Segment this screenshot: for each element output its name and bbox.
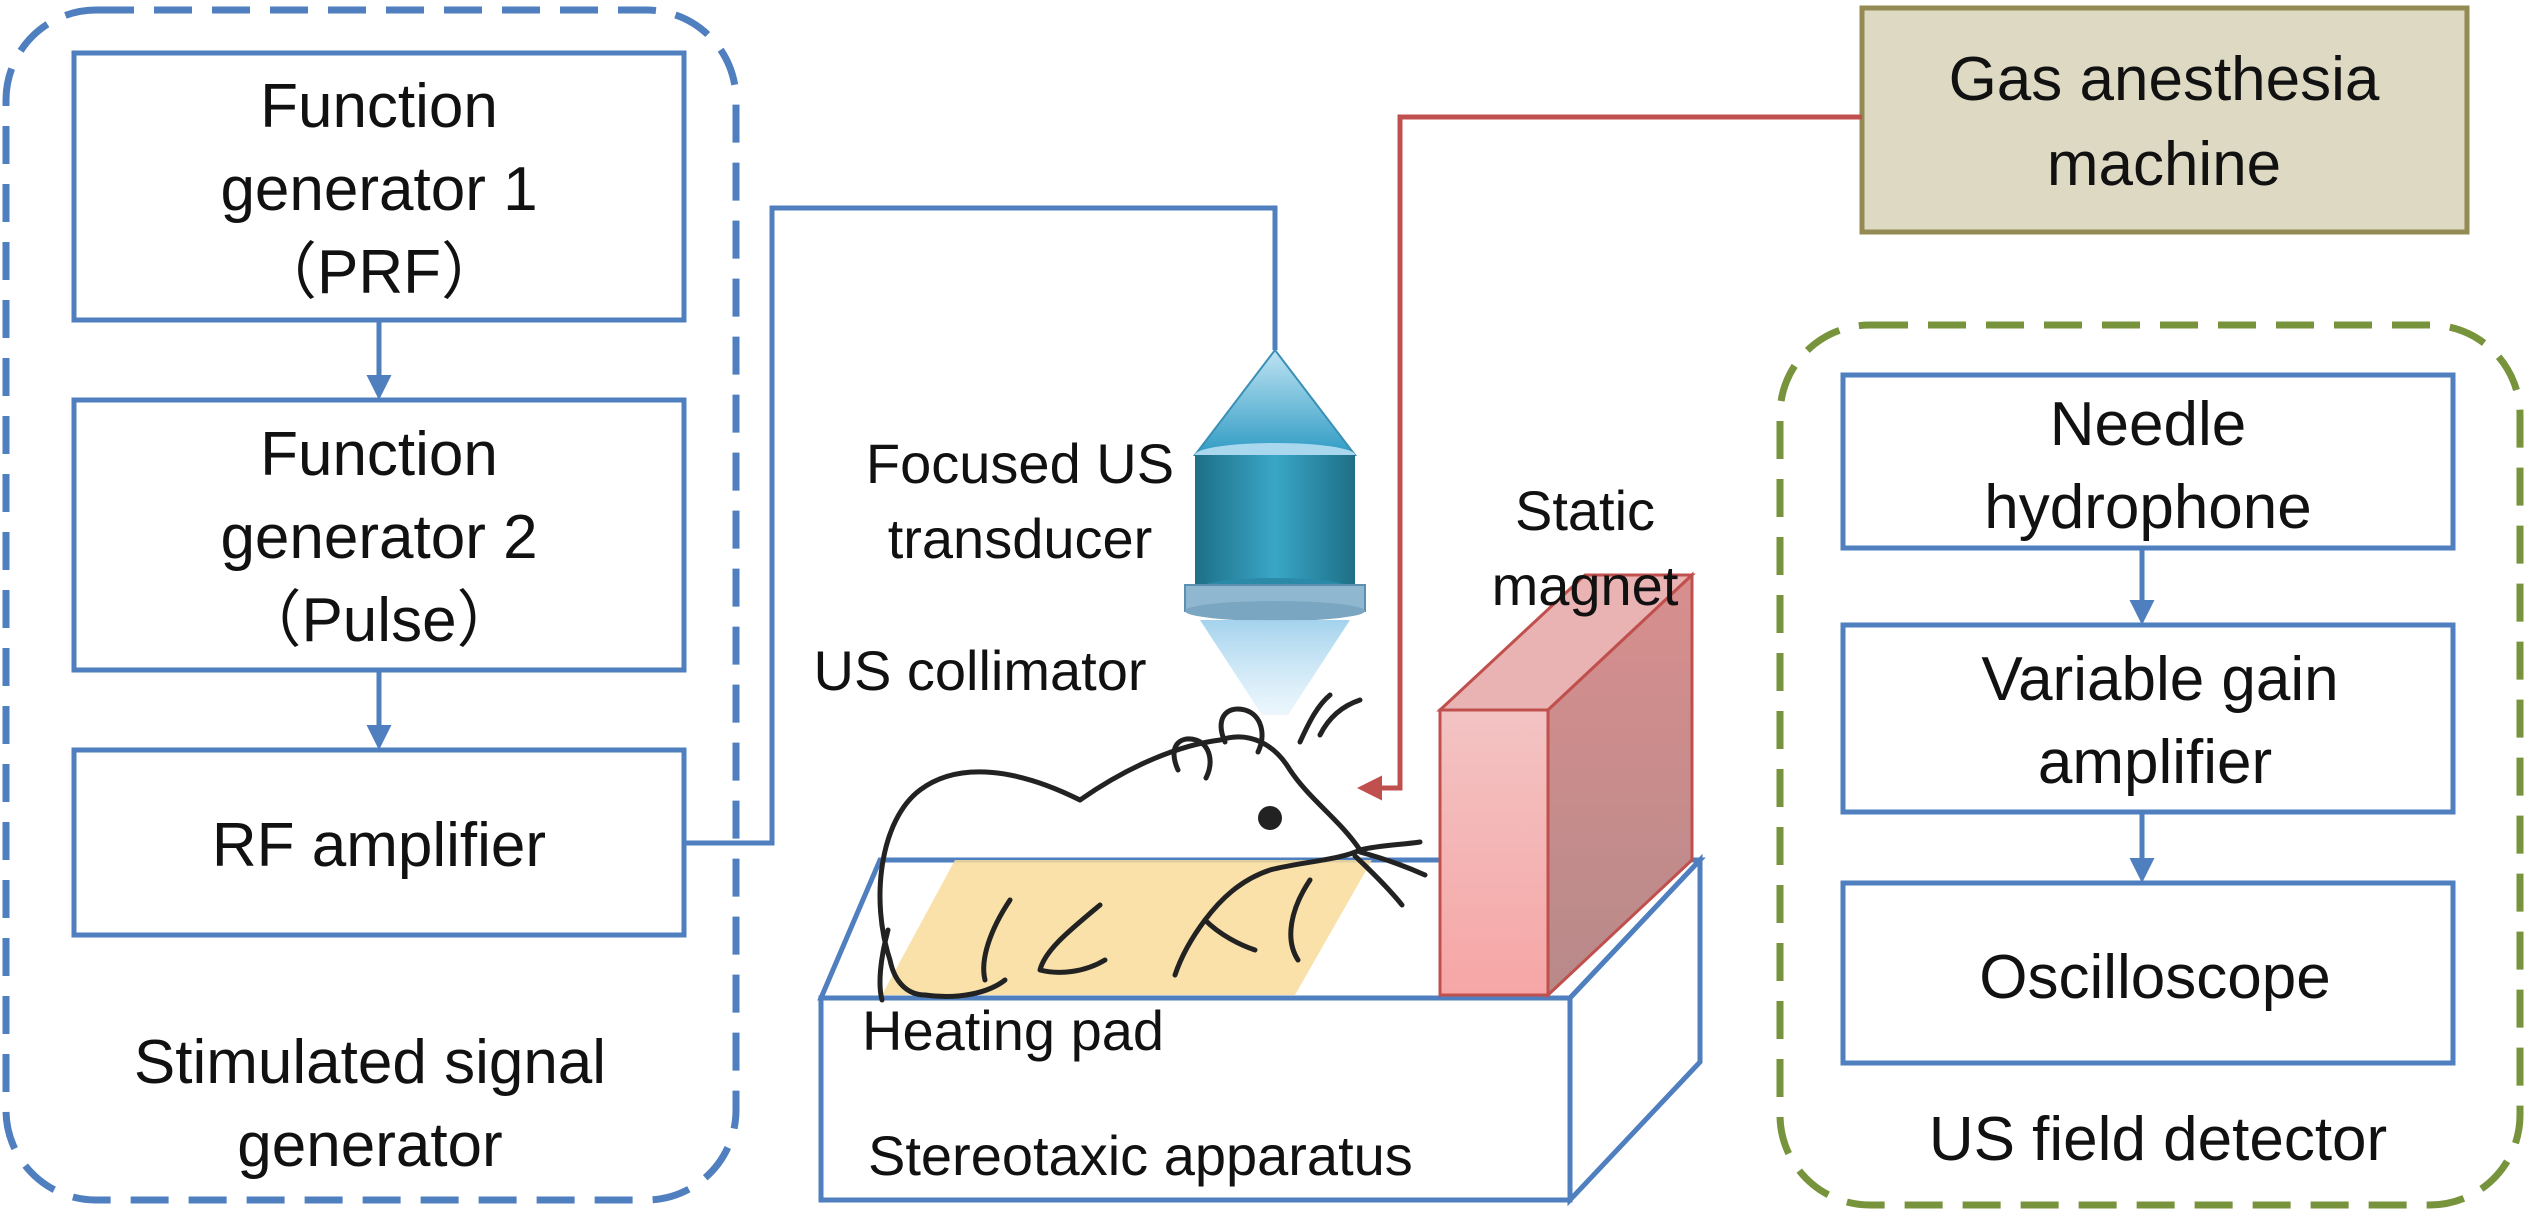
field-detector-group xyxy=(1776,321,2524,1209)
anesthesia-label-line1: Gas anesthesia xyxy=(1949,45,2380,114)
collimator-label: US collimator xyxy=(814,639,1147,702)
gas-anesthesia-box: Gas anesthesia machine xyxy=(1859,5,2470,235)
hydrophone-label-line1: Needle xyxy=(2050,390,2246,459)
fg2-label-line3: （Pulse） xyxy=(239,586,518,655)
hydrophone-label-line2: hydrophone xyxy=(1984,473,2312,542)
fg1-label-line1: Function xyxy=(260,72,498,141)
fg1-label-line3: （PRF） xyxy=(255,238,503,307)
transducer-label-line1: Focused US xyxy=(866,432,1174,495)
fg2-label-line2: generator 2 xyxy=(220,503,537,572)
mouse-drawing xyxy=(877,692,1428,1003)
function-generator-1-box: Function generator 1 （PRF） xyxy=(71,50,687,323)
needle-hydrophone-box: Needle hydrophone xyxy=(1840,372,2456,551)
vga-label-line1: Variable gain xyxy=(1981,645,2338,714)
field-detector-label: US field detector xyxy=(1929,1105,2387,1174)
oscilloscope-label: Oscilloscope xyxy=(1979,943,2330,1012)
signal-generator-group xyxy=(2,6,740,1204)
vga-label-line2: amplifier xyxy=(2038,728,2272,797)
signal-generator-label-line1: Stimulated signal xyxy=(134,1028,606,1097)
stereotaxic-label: Stereotaxic apparatus xyxy=(868,1124,1413,1187)
signal-generator-label-line2: generator xyxy=(237,1111,502,1180)
static-magnet xyxy=(1436,571,1696,999)
gas-line xyxy=(1357,114,1862,801)
fg1-label-line2: generator 1 xyxy=(220,155,537,224)
fg2-label-line1: Function xyxy=(260,420,498,489)
mouse-eye xyxy=(1258,806,1282,830)
us-transducer xyxy=(1184,348,1366,621)
oscilloscope-box: Oscilloscope xyxy=(1840,880,2456,1066)
anesthesia-label-line2: machine xyxy=(2047,130,2281,199)
function-generator-2-box: Function generator 2 （Pulse） xyxy=(71,397,687,673)
magnet-label-line1: Static xyxy=(1515,479,1655,542)
magnet-label-line2: magnet xyxy=(1492,554,1679,617)
transducer-label-line2: transducer xyxy=(888,507,1153,570)
us-collimator xyxy=(1200,620,1350,715)
rf-cable xyxy=(684,205,1278,846)
rf-amp-label: RF amplifier xyxy=(212,811,546,880)
rf-amplifier-box: RF amplifier xyxy=(71,747,687,938)
variable-gain-amplifier-box: Variable gain amplifier xyxy=(1840,622,2456,815)
heating-pad xyxy=(882,860,1372,995)
heating-pad-label: Heating pad xyxy=(862,999,1164,1062)
